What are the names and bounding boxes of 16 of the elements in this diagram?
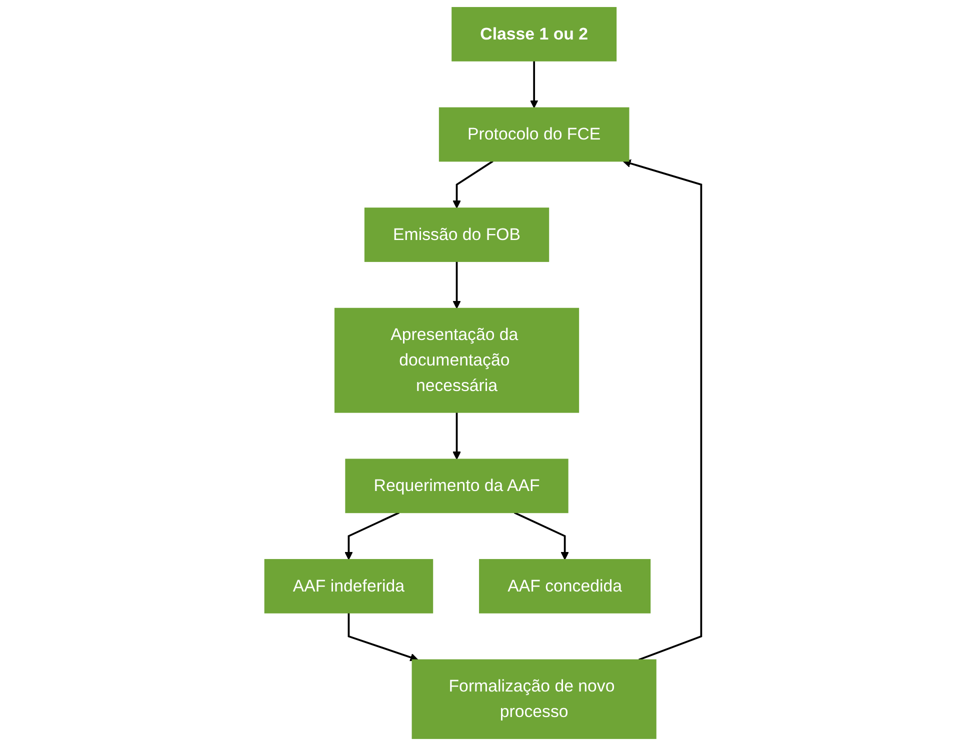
node-box: Classe 1 ou 2: [452, 7, 617, 62]
node-box: Formalização de novo processo: [412, 659, 656, 739]
arrow: [452, 412, 461, 460]
node-box: Emissão do FOB: [364, 208, 550, 262]
node-box: Requerimento da AAF: [345, 458, 568, 514]
node-box: Protocolo do FCE: [438, 107, 630, 162]
node-box: AAF concedida: [479, 559, 651, 614]
arrow: [452, 261, 461, 309]
arrow: [530, 60, 538, 108]
arrow: [452, 160, 494, 208]
arrow: [514, 512, 569, 560]
node-box: AAF indeferida: [264, 559, 434, 614]
arrow: [348, 612, 418, 662]
arrow: [344, 512, 400, 560]
arrow: [622, 159, 702, 661]
node-box: Apresentação da documentação necessária: [334, 308, 580, 413]
